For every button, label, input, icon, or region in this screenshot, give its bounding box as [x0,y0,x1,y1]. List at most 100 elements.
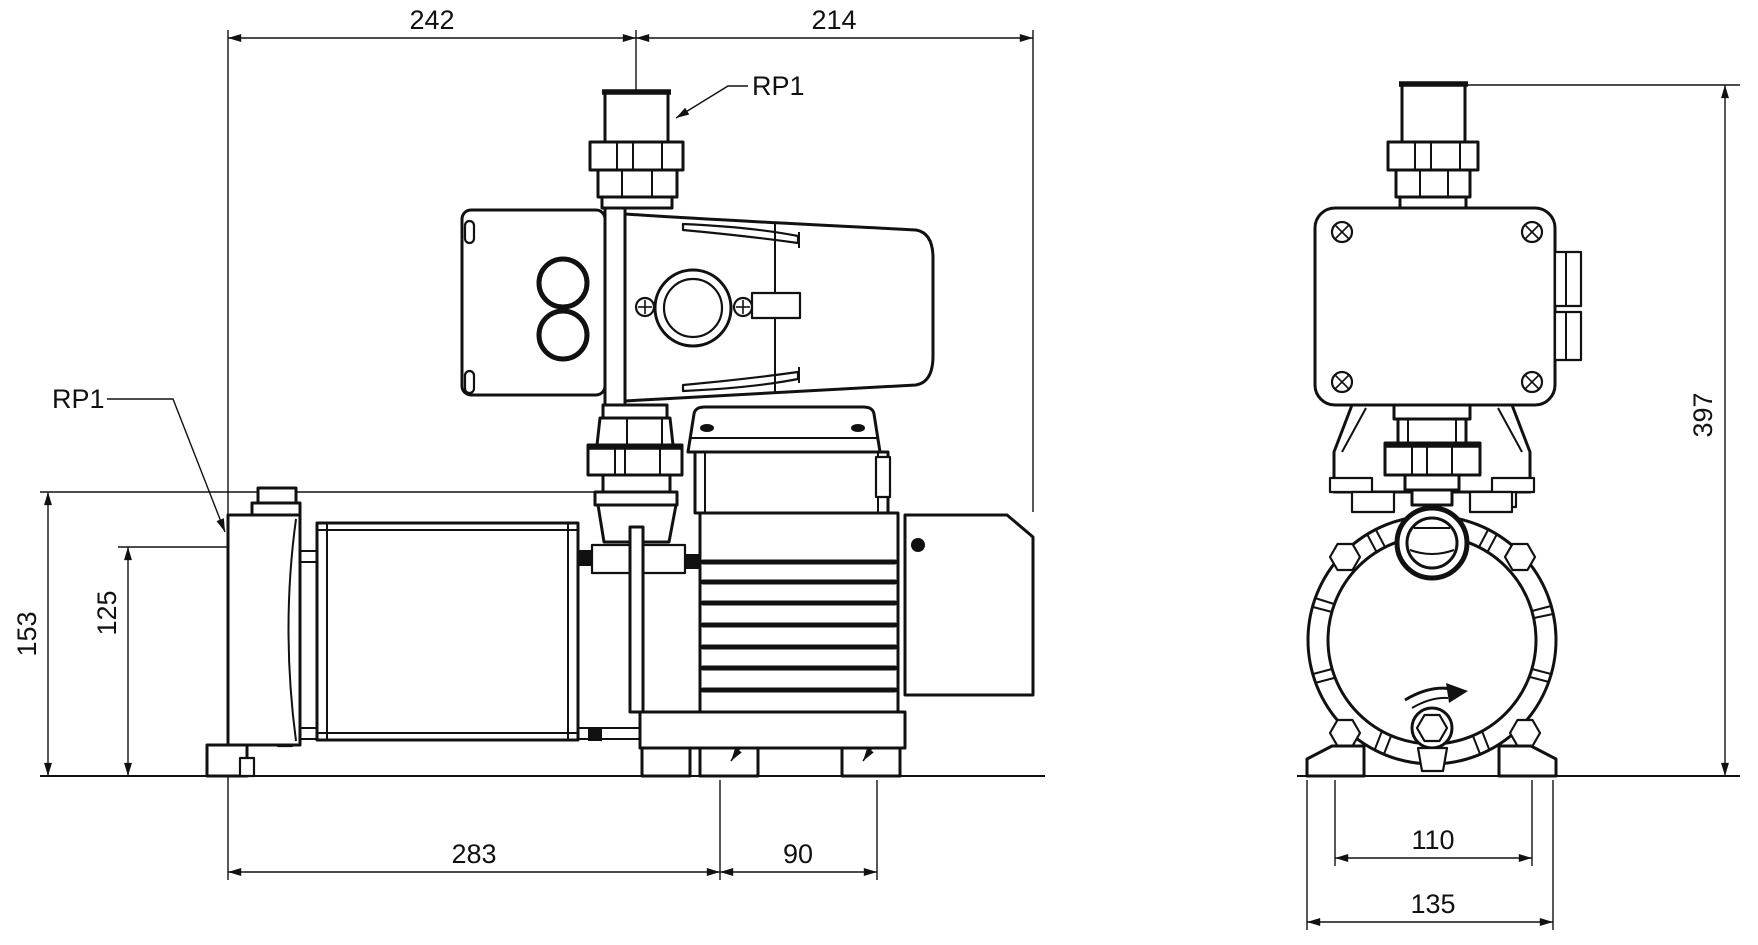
ring-tick [1472,735,1481,755]
flange-bolt-icon [1328,542,1362,572]
dim-label-110: 110 [1411,825,1454,855]
fan-cover-screw-icon [911,538,925,552]
lock-nut [596,168,679,199]
priming-plug [256,486,298,505]
fan-cover [903,513,1035,697]
port-collar [1410,488,1454,507]
motor-foot [840,746,902,778]
ring-tick [1312,606,1333,613]
dimension-layer: 242 214 283 90 110 135 153 125 397 [12,5,1740,930]
outlet-pipe-stub [1400,83,1467,144]
priming-plug-base [250,501,302,517]
drain-plug-hex [1415,713,1449,743]
foot-hole-pointer [730,747,742,762]
motor-stator-housing [693,450,890,515]
motor-base [638,710,907,750]
flange-bolt-icon [1328,718,1362,748]
tie-rod-spacer [686,554,701,569]
ring-tick [1366,533,1377,552]
flange-collar [600,195,674,210]
lid-screw-icon [700,424,714,432]
controller-back-plate [460,208,607,397]
dim-label-135: 135 [1410,889,1455,919]
controller-nameplate [750,291,802,320]
pump-foot-step [238,756,256,778]
discharge-housing [596,503,678,544]
port-label-rp1-top: RP1 [752,71,805,101]
lid-screw-icon [851,424,865,432]
ring-tick [1374,730,1383,750]
dim-label-90: 90 [783,839,813,869]
cable-gland [1553,310,1583,362]
ring-tick [1531,605,1552,612]
lock-nut [1394,168,1472,199]
down-pipe [1392,403,1472,421]
ring-tick [1312,668,1333,675]
ring-tick [1478,529,1489,548]
union-nut [1383,441,1482,477]
flange-collar [601,403,669,420]
controller-port-circle [536,308,590,362]
pump-foot [1497,744,1558,778]
rotation-arrow-icon [1411,696,1449,709]
front-view [1305,81,1583,778]
down-pipe-hex [1396,417,1468,445]
leader-rp1-side [107,398,226,533]
casing-shoulder [1350,490,1396,514]
discharge-collar [593,490,679,507]
ring-tick [1533,613,1554,619]
screw-slot [1524,374,1540,390]
controller-clamp-ring-inner [662,277,724,339]
ring-tick [1314,597,1335,605]
controller-port-circle [536,256,590,310]
motor-fin-block [698,511,900,714]
mounting-slot [463,369,476,395]
ring-tick [1531,668,1552,675]
pump-foot [1305,744,1366,778]
screw-slot [1334,224,1350,240]
tie-rod-spacer [578,550,592,566]
union-nut [588,140,685,172]
adapter-pillar [628,525,645,714]
dim-label-397: 397 [1688,392,1718,437]
ring-tick [1487,533,1498,552]
port-label-rp1-side: RP1 [52,384,105,414]
cable-clip [874,455,892,499]
screw-slot [1524,224,1540,240]
ring-tick [1383,735,1392,755]
end-cover-contour [287,518,297,742]
bracket-rib [1497,407,1523,453]
ring-tick [1375,529,1386,548]
dim-label-214: 214 [811,5,856,35]
screw-slot [1334,374,1350,390]
motor-foot [698,746,760,778]
dim-label-153: 153 [12,611,42,656]
foot-hole-pointer [862,747,874,762]
flange-collar [1398,195,1468,210]
union-nut [1386,140,1480,172]
casing-shoulder [1490,476,1536,494]
pump-sleeve [315,521,580,742]
casing-shoulder [1328,476,1374,494]
callouts: RP1 RP1 [52,71,805,533]
mounting-slot [463,219,476,245]
cable-gland [1553,250,1583,308]
dim-label-283: 283 [451,839,496,869]
controller-clamp-band [603,206,627,407]
ring-tick [1529,676,1550,683]
ring-tick [1314,677,1335,684]
flange-bolt-icon [1508,718,1542,748]
bracket-rib [1341,407,1367,453]
ring-tick [1481,730,1490,750]
tie-rod-spacer [588,727,602,741]
port-chord-line [1409,549,1455,555]
outlet-pipe-stub [603,91,670,144]
dim-label-125: 125 [92,590,122,635]
motor-foot [640,746,692,778]
terminal-box-lid [686,405,882,454]
reducer [1403,473,1461,492]
dim-label-242: 242 [409,5,454,35]
reducer [601,473,672,494]
casing-shoulder [1468,490,1514,514]
